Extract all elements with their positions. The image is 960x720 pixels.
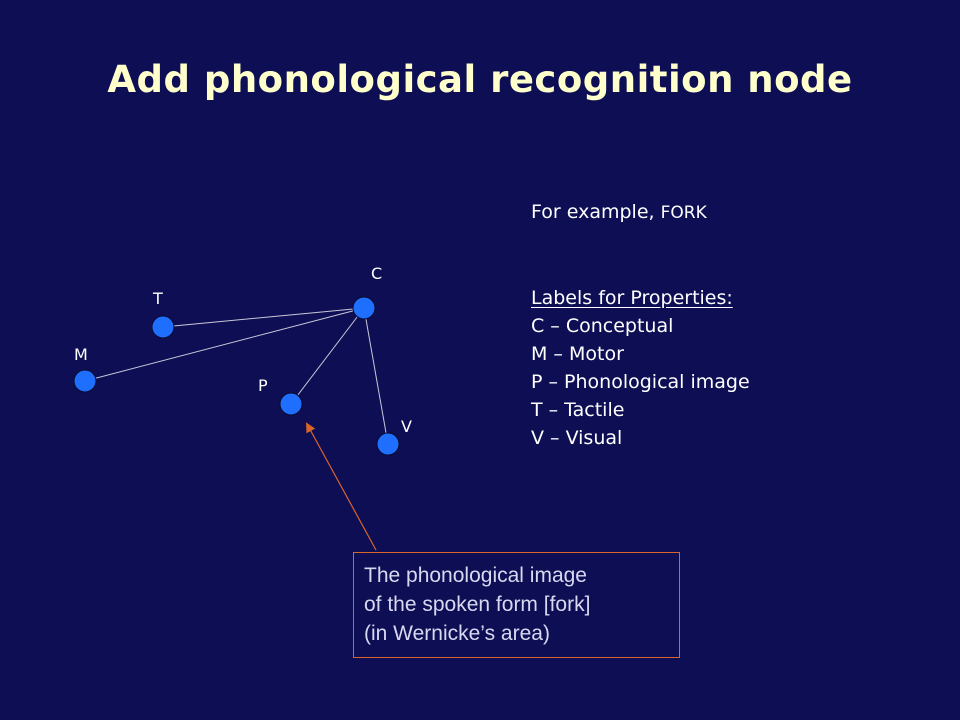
edge-c-m [84,307,365,382]
slide-title: Add phonological recognition node [107,58,853,101]
example-word: FORK [660,203,707,223]
node-p [279,392,303,416]
edges [84,307,389,445]
callout-line: of the spoken form [fork] [364,593,591,616]
node-label-t: T [153,289,163,308]
callout-box: The phonological image of the spoken for… [353,552,680,658]
node-label-m: M [74,345,88,364]
node-c [352,296,376,320]
example-prefix: For example, [531,201,661,223]
property-item-phonological: P – Phonological image [531,371,750,393]
callout-arrow [306,422,377,551]
callout-line: The phonological image [364,564,587,587]
edge-c-p [290,307,365,405]
property-item-tactile: T – Tactile [531,399,625,421]
edge-c-t [162,307,365,328]
node-m [73,369,97,393]
example-line: For example, FORK [531,198,707,227]
nodes [73,296,400,456]
node-label-p: P [258,376,268,395]
node-t [151,315,175,339]
property-item-visual: V – Visual [531,427,623,449]
node-v [376,432,400,456]
node-label-c: C [371,264,383,283]
edge-c-v [363,307,389,445]
callout-line: (in Wernicke’s area) [364,622,550,645]
property-item-conceptual: C – Conceptual [531,315,674,337]
properties-heading: Labels for Properties: [531,287,733,309]
properties-legend: Labels for Properties: C – Conceptual M … [531,284,750,452]
node-label-v: V [401,417,412,436]
property-item-motor: M – Motor [531,343,624,365]
